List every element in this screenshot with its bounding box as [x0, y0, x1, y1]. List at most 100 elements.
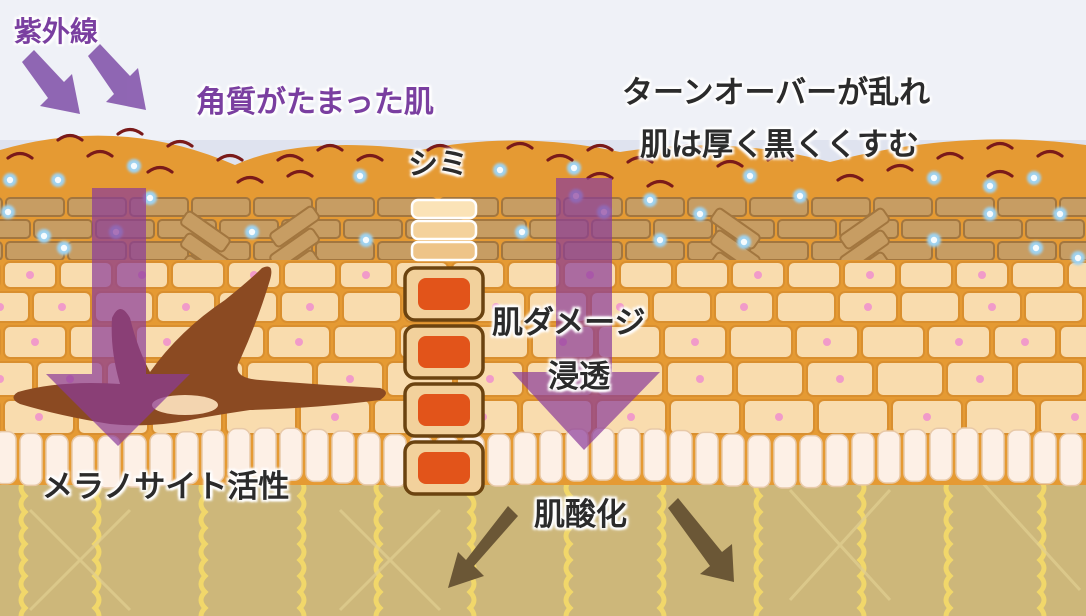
- pigment-core: [418, 278, 470, 310]
- skin-flake: [836, 173, 864, 182]
- basal-cell: [955, 427, 979, 481]
- cell-nucleus: [923, 413, 931, 421]
- basal-cell: [539, 429, 563, 484]
- dermis-layer: [0, 470, 1086, 616]
- epidermal-cell: [817, 399, 889, 435]
- epidermal-cell: [619, 261, 673, 289]
- dead-skin-flakes: [6, 127, 1064, 188]
- skin-flake: [86, 149, 114, 158]
- epidermal-cell: [1059, 325, 1086, 359]
- water-drop-highlight: [646, 196, 654, 204]
- water-drop-highlight: [740, 238, 748, 246]
- collagen-fiber: [753, 477, 764, 616]
- skin-flake: [356, 153, 384, 162]
- cell-nucleus: [616, 303, 624, 311]
- water-drop-highlight: [130, 162, 138, 170]
- cell-nucleus: [58, 303, 66, 311]
- epidermal-cell: [965, 399, 1037, 435]
- skin-flake: [886, 163, 914, 172]
- keratin-brick: [997, 241, 1057, 260]
- skin-damage-label-line1: 肌ダメージ: [492, 305, 646, 341]
- water-drop-highlight: [930, 236, 938, 244]
- spot-cell-stack: [403, 198, 485, 496]
- cell-nucleus: [775, 413, 783, 421]
- cell-nucleus: [978, 271, 986, 279]
- keratin-brick: [269, 249, 320, 260]
- basal-cell: [617, 427, 641, 481]
- cell-nucleus: [866, 271, 874, 279]
- water-drop-highlight: [930, 174, 938, 182]
- skin-flake: [316, 143, 344, 152]
- skin-flake: [276, 153, 304, 162]
- keratin-brick: [343, 219, 403, 239]
- water-drop-highlight: [696, 210, 704, 218]
- water-drop-highlight: [54, 176, 62, 184]
- keratin-brick: [5, 241, 65, 260]
- basal-cell: [305, 428, 329, 483]
- cell-nucleus: [1071, 413, 1079, 421]
- skin-flake: [766, 153, 794, 162]
- water-drop-highlight: [986, 182, 994, 190]
- epidermal-cell: [0, 291, 30, 323]
- cell-nucleus: [740, 303, 748, 311]
- keratin-brick: [873, 197, 933, 217]
- keratin-brick: [315, 197, 375, 217]
- basal-cell: [903, 428, 927, 483]
- basal-cell: [747, 434, 771, 489]
- basal-cell: [149, 432, 173, 487]
- skin-flake: [936, 151, 964, 160]
- water-drop-highlight: [6, 176, 14, 184]
- collagen-fiber: [943, 477, 954, 616]
- basal-cell: [643, 428, 667, 482]
- accumulated-keratin-label: 角質がたまった肌: [196, 85, 434, 120]
- basal-cell: [19, 432, 43, 487]
- skin-damage-label-line2: 浸透: [548, 359, 610, 395]
- cell-nucleus: [295, 338, 303, 346]
- uv-arrow-icon: [22, 44, 146, 114]
- cell-nucleus: [823, 338, 831, 346]
- cell-nucleus: [0, 303, 4, 311]
- cell-nucleus: [691, 338, 699, 346]
- skin-flake: [56, 133, 84, 142]
- keratin-brick: [839, 229, 890, 260]
- collagen-fiber: [856, 477, 867, 616]
- keratin-brick: [997, 197, 1057, 217]
- skin-flake: [1036, 149, 1064, 158]
- basal-cell: [877, 430, 901, 484]
- epidermal-cell: [342, 291, 402, 323]
- basal-cell: [851, 432, 875, 486]
- oxidation-label: 肌酸化: [534, 497, 627, 533]
- keratin-brick: [0, 219, 31, 239]
- epidermal-cell: [861, 325, 925, 359]
- water-drop-highlight: [356, 172, 364, 180]
- basal-cell: [513, 431, 537, 486]
- basal-cell: [721, 433, 745, 487]
- oxidation-arrow-icon: [448, 498, 734, 588]
- keratin-brick: [935, 197, 995, 217]
- epidermal-cell: [899, 261, 953, 289]
- water-drop-highlight: [1030, 174, 1038, 182]
- keratin-brick: [839, 251, 890, 260]
- epidermal-cell: [776, 291, 836, 323]
- epidermal-cell: [900, 291, 960, 323]
- melanocyte-label: メラノサイト活性: [42, 469, 290, 505]
- basal-cell: [227, 427, 251, 482]
- cell-nucleus: [864, 303, 872, 311]
- cell-nucleus: [163, 338, 171, 346]
- basal-cell: [0, 430, 17, 485]
- water-drop-highlight: [1032, 244, 1040, 252]
- epidermal-cell: [1011, 261, 1065, 289]
- keratin-brick: [191, 197, 251, 217]
- collagen-fiber: [466, 477, 477, 616]
- basal-cell: [773, 435, 797, 489]
- epidermal-cell: [333, 325, 397, 359]
- water-drop-highlight: [146, 194, 154, 202]
- skin-flake: [626, 155, 654, 164]
- basal-cell: [123, 434, 147, 488]
- water-drop-highlight: [986, 210, 994, 218]
- basal-cell: [45, 434, 69, 488]
- basal-cell: [981, 427, 1005, 482]
- skin-flake: [986, 141, 1014, 150]
- uv-label: 紫外線: [14, 15, 99, 48]
